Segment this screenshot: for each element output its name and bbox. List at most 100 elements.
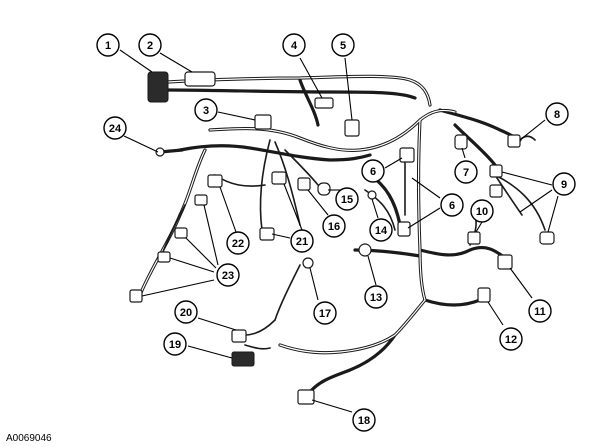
connector-10 — [467, 231, 481, 245]
connectors — [129, 71, 555, 405]
leader-22 — [219, 186, 237, 233]
leader-lines — [119, 49, 559, 413]
leader-21b — [283, 183, 303, 231]
connector-12 — [477, 287, 491, 303]
svg-text:20: 20 — [180, 307, 192, 319]
connector-7 — [454, 134, 468, 150]
callout-7: 7 — [454, 160, 478, 184]
callout-4: 4 — [282, 33, 306, 57]
leader-20 — [197, 317, 237, 331]
callout-1: 1 — [96, 33, 120, 57]
callout-10: 10 — [470, 199, 494, 223]
connector-24 — [155, 147, 165, 157]
leader-6b — [411, 177, 441, 199]
connector-21b — [271, 171, 287, 185]
svg-text:22: 22 — [232, 238, 244, 250]
figure-id: A0069046 — [6, 433, 52, 444]
callout-8: 8 — [545, 102, 569, 126]
leader-24 — [123, 135, 159, 153]
svg-text:3: 3 — [203, 105, 209, 117]
callout-13: 13 — [364, 285, 388, 309]
connector-2 — [184, 71, 216, 87]
connector-20 — [231, 329, 247, 343]
callout-6a: 6 — [361, 159, 385, 183]
svg-text:8: 8 — [554, 109, 560, 121]
branch-wires — [159, 135, 546, 350]
connector-18 — [297, 389, 315, 405]
leader-16 — [307, 189, 329, 216]
leader-10 — [475, 221, 483, 233]
callout-2: 2 — [138, 33, 162, 57]
callout-9: 9 — [552, 172, 576, 196]
svg-text:4: 4 — [291, 40, 298, 52]
connector-5 — [344, 119, 360, 137]
connector-15 — [317, 182, 331, 196]
connector-22 — [207, 174, 223, 188]
svg-text:17: 17 — [319, 308, 331, 320]
connector-3 — [254, 114, 272, 130]
callout-14: 14 — [369, 218, 393, 242]
connector-21a — [259, 227, 275, 241]
connector-8 — [507, 134, 521, 148]
callout-22: 22 — [226, 231, 250, 255]
svg-text:2: 2 — [147, 40, 153, 52]
connector-23b — [174, 227, 188, 239]
ground-17 — [302, 257, 314, 269]
leader-18 — [311, 399, 353, 413]
connector-9b — [489, 184, 503, 198]
leader-12 — [487, 301, 504, 326]
ground-13 — [358, 243, 372, 257]
svg-text:19: 19 — [169, 339, 181, 351]
connector-16 — [297, 177, 311, 191]
leader-9c — [547, 195, 559, 233]
leader-3 — [217, 111, 256, 121]
svg-text:11: 11 — [534, 306, 546, 318]
connector-1 — [147, 71, 169, 103]
callout-18: 18 — [352, 408, 376, 432]
connector-6a — [399, 147, 415, 163]
callout-23: 23 — [216, 263, 240, 287]
svg-text:13: 13 — [370, 292, 382, 304]
connector-23a — [194, 194, 208, 206]
callouts: 1 2 3 4 5 6 6 7 8 9 10 11 12 13 14 15 16… — [96, 33, 576, 432]
callout-12: 12 — [499, 327, 523, 351]
svg-text:7: 7 — [463, 167, 469, 179]
callout-24: 24 — [103, 116, 127, 140]
callout-3: 3 — [194, 98, 218, 122]
leader-17 — [309, 267, 319, 301]
svg-text:24: 24 — [109, 123, 122, 135]
svg-text:21: 21 — [296, 236, 308, 248]
leader-9a — [501, 171, 553, 186]
svg-text:6: 6 — [370, 166, 376, 178]
leader-11 — [509, 267, 533, 299]
main-harness-highlight — [139, 75, 456, 354]
leader-5 — [344, 57, 353, 121]
connector-14 — [367, 190, 377, 200]
connector-4 — [314, 97, 334, 109]
callout-5: 5 — [331, 33, 355, 57]
callout-17: 17 — [313, 301, 337, 325]
leader-23d — [141, 279, 215, 297]
connector-23d — [129, 289, 143, 303]
callout-15: 15 — [335, 187, 359, 211]
leader-23c — [169, 257, 215, 273]
connector-23c — [157, 251, 171, 263]
callout-21: 21 — [290, 229, 314, 253]
svg-text:15: 15 — [341, 194, 353, 206]
callout-20: 20 — [174, 300, 198, 324]
callout-11: 11 — [528, 299, 552, 323]
leader-13 — [367, 255, 377, 286]
leader-4 — [299, 57, 323, 99]
callout-19: 19 — [163, 332, 187, 356]
leader-9b — [519, 189, 553, 213]
connector-19 — [231, 351, 255, 367]
leader-7 — [461, 147, 466, 159]
connector-11 — [497, 254, 513, 270]
connector-6b — [397, 221, 411, 237]
svg-text:6: 6 — [449, 200, 455, 212]
leader-23a — [203, 204, 219, 266]
leader-2 — [159, 52, 193, 73]
connector-9c — [539, 231, 555, 245]
